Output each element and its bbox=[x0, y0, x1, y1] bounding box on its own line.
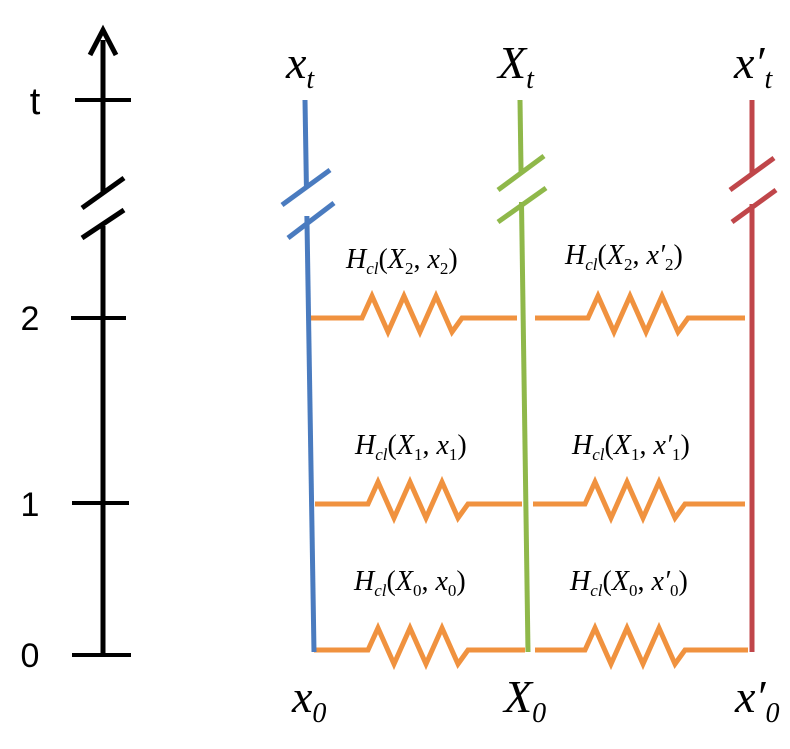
tick-label-1: 1 bbox=[21, 486, 40, 524]
coupling-label-right-2: Hcl(X2, x′2) bbox=[564, 240, 683, 274]
spring-left-2 bbox=[307, 289, 517, 339]
line-x-break bbox=[280, 167, 336, 240]
top-labels: xt Xt x′t bbox=[285, 37, 773, 95]
bottom-labels: x0 X0 x′0 bbox=[291, 671, 779, 729]
time-axis: t 2 1 0 bbox=[21, 24, 131, 675]
spring-right-1 bbox=[533, 475, 745, 525]
coupling-label-left-1: Hcl(X1, x1) bbox=[354, 430, 467, 464]
springs bbox=[307, 289, 748, 671]
spring-left-0 bbox=[314, 621, 525, 671]
tick-label-0: 0 bbox=[21, 637, 40, 675]
top-label-x: xt bbox=[285, 37, 315, 95]
bottom-label-x: x0 bbox=[291, 671, 326, 729]
spring-right-2 bbox=[535, 289, 745, 339]
coupling-label-right-0: Hcl(X0, x′0) bbox=[569, 566, 688, 600]
bottom-label-xp: x′0 bbox=[734, 671, 779, 729]
coupling-label-left-0: Hcl(X0, x0) bbox=[353, 566, 466, 600]
line-xp-break bbox=[728, 155, 778, 225]
coupling-labels: Hcl(X2, x2) Hcl(X2, x′2) Hcl(X1, x1) Hcl… bbox=[345, 240, 690, 600]
time-axis-arrowhead bbox=[87, 24, 119, 57]
coupling-label-left-2: Hcl(X2, x2) bbox=[345, 244, 458, 278]
spring-left-1 bbox=[315, 475, 522, 525]
spring-right-0 bbox=[535, 621, 748, 671]
top-label-xp: x′t bbox=[733, 37, 773, 95]
tick-label-t: t bbox=[30, 81, 41, 123]
bottom-label-X: X0 bbox=[502, 671, 546, 729]
line-X-break bbox=[496, 153, 548, 225]
world-lines bbox=[280, 99, 778, 653]
time-axis-break bbox=[80, 175, 126, 241]
top-label-X: Xt bbox=[496, 37, 535, 95]
coupling-label-right-1: Hcl(X1, x′1) bbox=[571, 430, 690, 464]
tick-label-2: 2 bbox=[21, 300, 40, 338]
